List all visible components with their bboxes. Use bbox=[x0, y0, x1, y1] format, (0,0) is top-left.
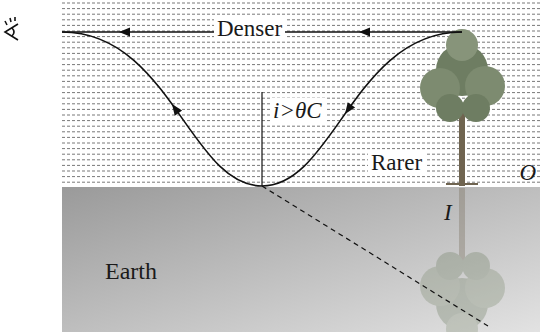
arrowhead bbox=[341, 102, 355, 116]
air-layer-line bbox=[62, 126, 540, 127]
air-layer-line bbox=[62, 159, 540, 160]
air-layer-line bbox=[62, 8, 540, 9]
eye-symbol bbox=[5, 17, 18, 40]
air-layer-line bbox=[62, 137, 540, 138]
air-layer-line bbox=[62, 25, 540, 26]
air-layer-line bbox=[62, 148, 540, 149]
air-layers bbox=[62, 3, 540, 182]
virtual-ray bbox=[262, 186, 488, 326]
medium-label: Denser bbox=[214, 16, 285, 41]
air-layer-line bbox=[62, 143, 540, 144]
angle-label: i>θC bbox=[270, 98, 325, 123]
air-layer-line bbox=[62, 176, 540, 177]
medium-label: Rarer bbox=[368, 150, 425, 175]
arrowhead bbox=[119, 28, 130, 37]
region-label: Earth bbox=[105, 258, 157, 284]
air-layer-line bbox=[62, 171, 540, 172]
tree bbox=[420, 29, 505, 186]
earth-band bbox=[62, 187, 540, 332]
air-layer-line bbox=[62, 19, 540, 20]
air-layer-line bbox=[62, 14, 540, 15]
curved-ray bbox=[62, 32, 462, 186]
normal-line bbox=[261, 92, 262, 186]
arrowhead bbox=[168, 102, 182, 116]
object-label: O bbox=[519, 160, 536, 185]
air-layer-line bbox=[62, 131, 540, 132]
air-layer-line bbox=[62, 154, 540, 155]
air-layer-line bbox=[62, 3, 540, 4]
air-layer-line bbox=[62, 165, 540, 166]
air-layer-line bbox=[62, 182, 540, 183]
arrowhead bbox=[359, 28, 370, 37]
image-label: I bbox=[444, 200, 452, 225]
